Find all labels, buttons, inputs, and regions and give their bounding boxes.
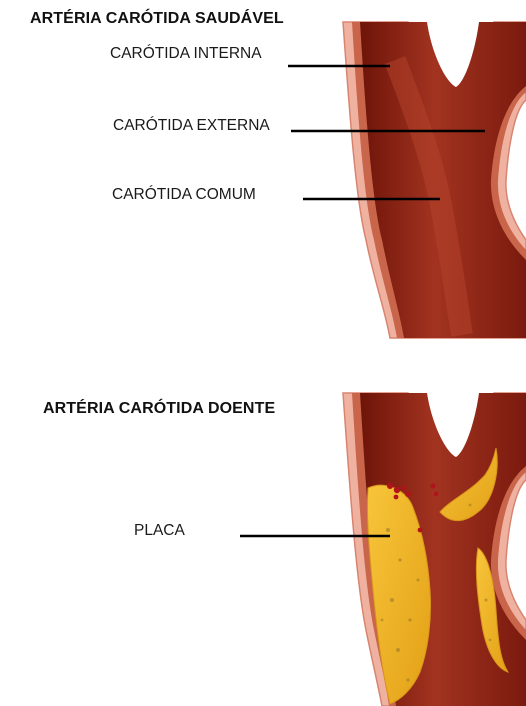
diseased-artery — [343, 393, 526, 706]
healthy-artery — [343, 22, 526, 338]
